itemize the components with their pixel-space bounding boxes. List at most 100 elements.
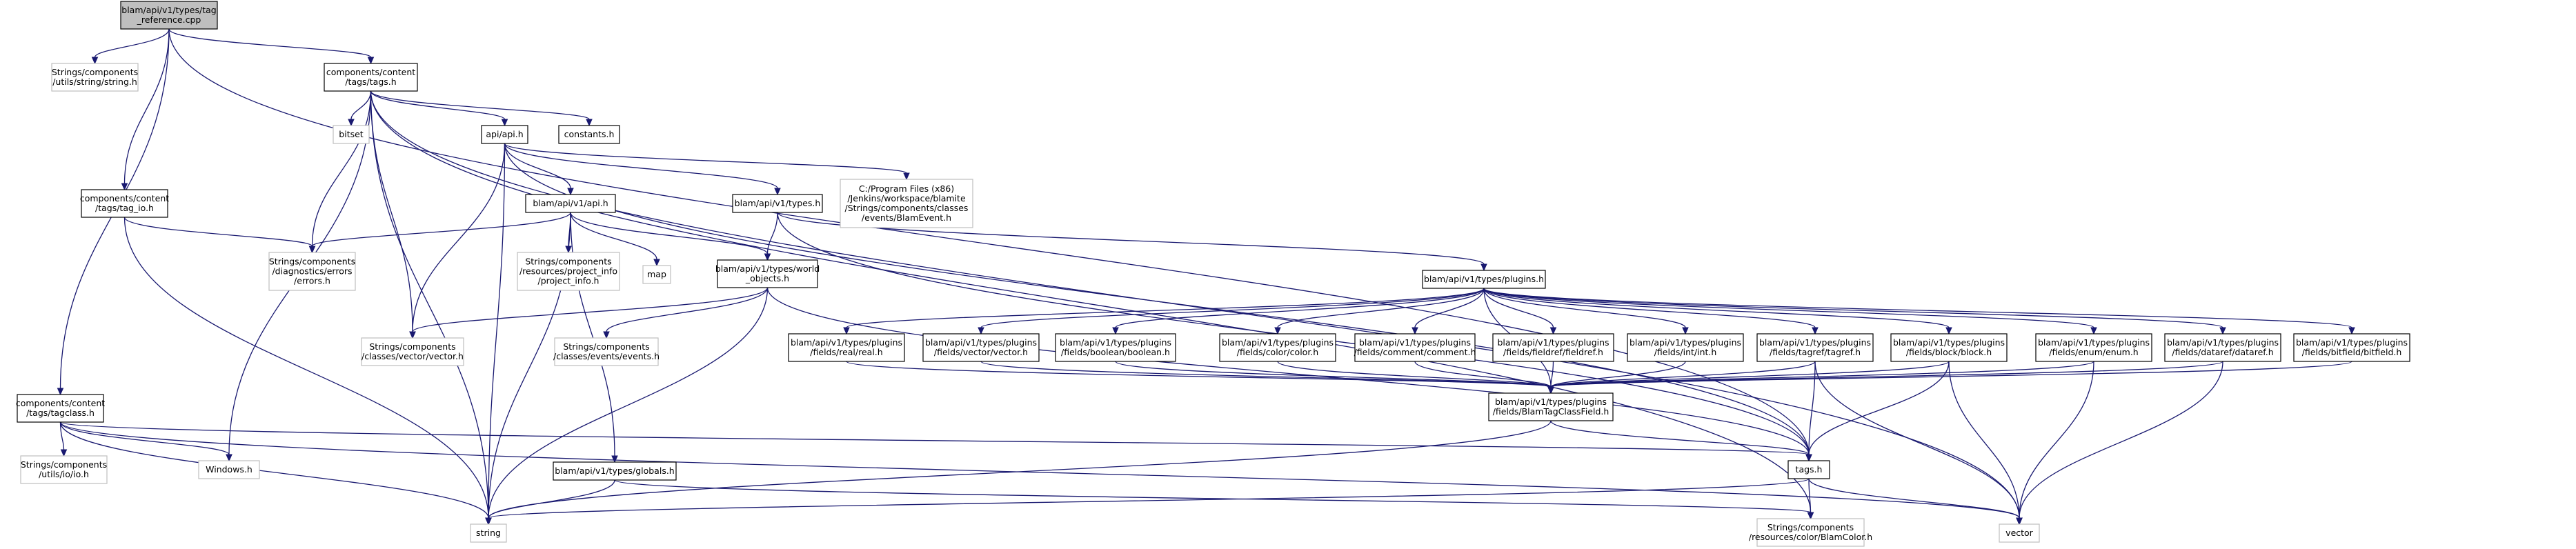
node-label-line: blam/api/v1/types/plugins	[1759, 337, 1871, 348]
node-label-line: /fields/BlamTagClassField.h	[1493, 406, 1609, 417]
node-label-line: components/content	[326, 67, 415, 77]
node-p-block[interactable]: blam/api/v1/types/plugins/fields/block/b…	[1890, 333, 2008, 362]
node-label-line: blam/api/v1/types/plugins	[2167, 337, 2279, 348]
node-box	[642, 265, 671, 284]
node-p-bitfield[interactable]: blam/api/v1/types/plugins/fields/bitfiel…	[2293, 333, 2410, 362]
edge-tagclass-to-string	[59, 421, 492, 526]
node-p-comment[interactable]: blam/api/v1/types/plugins/fields/comment…	[1354, 333, 1476, 362]
node-box	[1354, 333, 1476, 362]
edge-api_h-to-vector_h	[409, 143, 506, 339]
node-p-vector[interactable]: blam/api/v1/types/plugins/fields/vector/…	[922, 333, 1040, 362]
arrowhead	[91, 57, 99, 65]
edge-tags_h-to-constants	[370, 90, 593, 127]
node-box	[198, 460, 260, 479]
node-tagclass[interactable]: components/content/tags/tagclass.h	[16, 394, 105, 423]
node-box	[840, 179, 973, 228]
node-plugins[interactable]: blam/api/v1/types/plugins.h	[1422, 270, 1546, 289]
node-events-h: Strings/components/classes/events/events…	[553, 337, 660, 366]
arrowhead	[1549, 327, 1557, 335]
node-errors: Strings/components/diagnostics/errors/er…	[268, 252, 356, 291]
arrowhead	[1812, 327, 1819, 335]
edge-plugins-to-p_vector	[978, 288, 1485, 335]
node-label-line: components/content	[16, 398, 105, 408]
node-ioio: Strings/components/utils/io/io.h	[20, 455, 108, 484]
node-tag-reference[interactable]: blam/api/v1/types/tag_reference.cpp	[120, 1, 218, 30]
arrowhead	[764, 253, 771, 261]
node-label-line: blam/api/v1/types/globals.h	[555, 466, 674, 476]
node-label-line: blam/api/v1/types.h	[735, 198, 821, 208]
node-label-line: /fields/tagref/tagref.h	[1770, 347, 1861, 357]
node-label-line: Windows.h	[206, 464, 252, 475]
edge-tagclass-to-ioio	[59, 421, 68, 457]
node-label-line: Strings/components	[369, 341, 455, 352]
node-label-line: blam/api/v1/types/plugins	[1497, 337, 1609, 348]
node-label-line: map	[647, 269, 666, 279]
node-label-line: /fields/block/block.h	[1906, 347, 1992, 357]
node-box	[553, 461, 677, 481]
node-p-color[interactable]: blam/api/v1/types/plugins/fields/color/c…	[1219, 333, 1336, 362]
node-box	[788, 333, 905, 362]
node-p-fieldref[interactable]: blam/api/v1/types/plugins/fields/fieldre…	[1492, 333, 1614, 362]
file-nodes: blam/api/v1/types/tag_reference.cppStrin…	[16, 1, 2410, 547]
node-p-tagref[interactable]: blam/api/v1/types/plugins/fields/tagref/…	[1756, 333, 1874, 362]
edge-v1_api-to-errors	[308, 212, 571, 254]
arrowhead	[774, 188, 781, 196]
node-label-line: blam/api/v1/types/plugins	[2038, 337, 2150, 348]
node-label-line: C:/Program Files (x86)	[859, 183, 954, 194]
node-blamtagclassfield[interactable]: blam/api/v1/types/plugins/fields/BlamTag…	[1488, 392, 1614, 421]
node-tags-h[interactable]: components/content/tags/tags.h	[324, 63, 418, 92]
edge-p_real-to-blamtagclassfield	[846, 361, 1554, 395]
edge-plugins-to-p_comment	[1411, 288, 1485, 335]
node-api-h[interactable]: api/api.h	[481, 125, 528, 144]
edge-p_bitfield-to-blamtagclassfield	[1547, 361, 2352, 395]
node-label-line: blam/api/v1/types/plugins	[925, 337, 1037, 348]
node-box	[1488, 392, 1614, 421]
node-box	[558, 125, 620, 144]
node-label-line: tags.h	[1796, 464, 1823, 475]
arrowhead	[903, 172, 910, 181]
node-box	[922, 333, 1040, 362]
node-world-objects[interactable]: blam/api/v1/types/world_objects.h	[715, 259, 820, 288]
node-v1-types[interactable]: blam/api/v1/types.h	[732, 194, 823, 213]
node-tags-small[interactable]: tags.h	[1787, 460, 1830, 479]
node-box	[2035, 333, 2152, 362]
arrowhead	[1805, 454, 1812, 462]
arrowhead	[1682, 327, 1689, 335]
node-p-boolean[interactable]: blam/api/v1/types/plugins/fields/boolean…	[1055, 333, 1176, 362]
edge-p_tagref-to-vector	[1814, 361, 2023, 526]
arrowhead	[611, 455, 618, 463]
node-p-enum[interactable]: blam/api/v1/types/plugins/fields/enum/en…	[2035, 333, 2152, 362]
node-string-h: Strings/components/utils/string/string.h	[51, 63, 139, 92]
node-label-line: constants.h	[564, 129, 615, 139]
node-vector: vector	[1999, 523, 2040, 543]
node-p-int[interactable]: blam/api/v1/types/plugins/fields/int/int…	[1627, 333, 1744, 362]
node-label-line: /tags/tag_io.h	[95, 203, 154, 213]
node-v1-api[interactable]: blam/api/v1/api.h	[525, 194, 616, 213]
node-tag-io[interactable]: components/content/tags/tag_io.h	[80, 189, 169, 218]
node-box	[1890, 333, 2008, 362]
node-box	[333, 125, 370, 144]
node-label-line: blam/api/v1/types/plugins	[1629, 337, 1741, 348]
dependency-edges	[57, 28, 2355, 526]
node-globals[interactable]: blam/api/v1/types/globals.h	[553, 461, 677, 481]
node-box	[1492, 333, 1614, 362]
node-project-info: Strings/components/resources/project_inf…	[517, 252, 620, 291]
edge-v1_types-to-plugins	[777, 212, 1487, 272]
arrowhead	[2219, 327, 2226, 335]
node-blamcolor: Strings/components/resources/color/BlamC…	[1749, 518, 1872, 547]
node-constants[interactable]: constants.h	[558, 125, 620, 144]
node-p-dataref[interactable]: blam/api/v1/types/plugins/fields/dataref…	[2164, 333, 2281, 362]
node-label-line: /project_info.h	[538, 275, 600, 286]
node-label-line: /events/BlamEvent.h	[862, 212, 951, 223]
node-label-line: blam/api/v1/api.h	[533, 198, 608, 208]
node-label-line: string	[476, 528, 501, 538]
edge-p_block-to-vector	[1948, 361, 2023, 526]
node-p-real[interactable]: blam/api/v1/types/plugins/fields/real/re…	[788, 333, 905, 362]
edge-p_dataref-to-vector	[2016, 361, 2223, 526]
node-box	[2164, 333, 2281, 362]
node-box	[120, 1, 218, 30]
node-label-line: blam/api/v1/types/tag	[121, 5, 216, 15]
node-label-line: blam/api/v1/types/plugins	[791, 337, 902, 348]
node-label-line: /classes/vector/vector.h	[361, 351, 464, 361]
